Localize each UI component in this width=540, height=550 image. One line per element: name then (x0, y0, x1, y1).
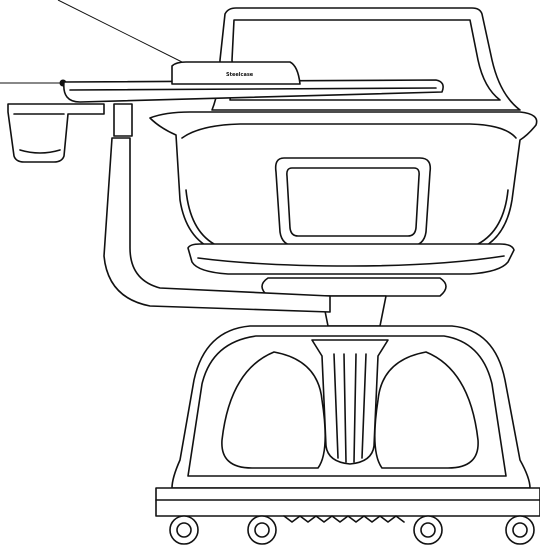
callout-2 (0, 79, 67, 87)
seat-mechanism (261, 277, 447, 327)
support-arm (103, 103, 331, 313)
handle-cutout (274, 157, 432, 247)
cup-holder (7, 103, 105, 163)
caster-2 (247, 515, 277, 545)
tablet-worksurface: Steelcase (63, 61, 444, 103)
base-foot (155, 487, 540, 523)
seat-cushion (187, 243, 515, 275)
callout-1 (57, 0, 195, 71)
brand-mark: Steelcase (226, 72, 254, 78)
leader-line (57, 0, 191, 67)
caster-3 (413, 515, 443, 545)
central-column (311, 339, 389, 465)
caster-1 (169, 515, 199, 545)
caster-4 (505, 515, 535, 545)
